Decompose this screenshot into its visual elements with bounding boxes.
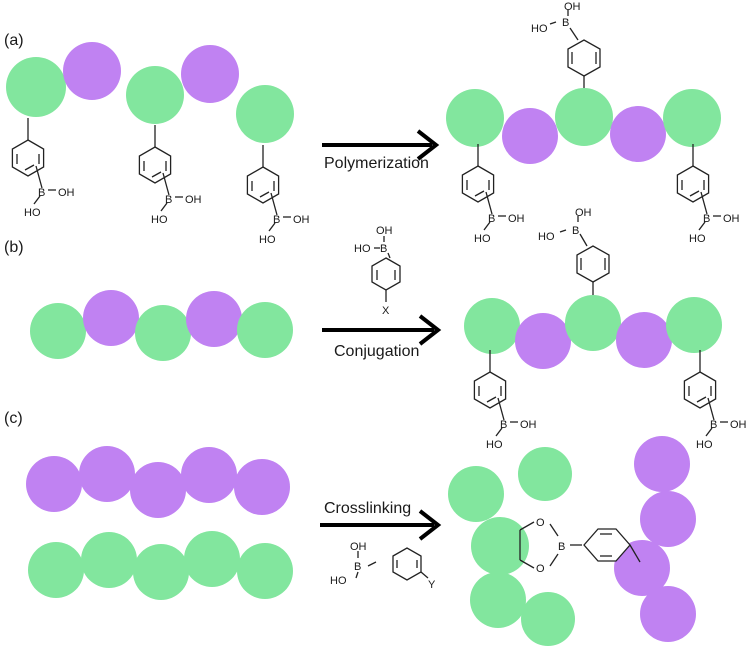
svg-text:HO: HO: [486, 439, 503, 451]
monomer-purple: [83, 290, 139, 346]
monomer-purple: [616, 312, 672, 368]
svg-text:B: B: [380, 243, 387, 255]
svg-text:HO: HO: [696, 439, 713, 451]
crosslinking-label: Crosslinking: [324, 500, 411, 517]
monomer-green: [81, 532, 137, 588]
monomer-green: [237, 302, 293, 358]
boronate-ester-crosslink: O O B: [519, 517, 641, 575]
monomer-purple: [63, 42, 121, 100]
svg-text:OH: OH: [575, 207, 592, 219]
boronic-acid-substituent: B OH HO: [683, 349, 747, 451]
monomer-green: [236, 85, 294, 143]
reaction-arrowhead: [418, 509, 442, 541]
monomer-green: [28, 542, 84, 598]
monomer-green: [666, 297, 722, 353]
monomer-purple: [234, 459, 290, 515]
monomer-green: [133, 544, 189, 600]
monomer-purple: [515, 313, 571, 369]
svg-text:B: B: [165, 194, 172, 206]
monomer-purple: [502, 108, 558, 164]
monomer-purple: [181, 45, 239, 103]
monomer-purple: [634, 436, 690, 492]
monomer-green: [6, 57, 66, 117]
boronic-acid-reagent: B HO OH X: [354, 225, 401, 317]
svg-text:HO: HO: [151, 214, 168, 226]
monomer-green: [237, 543, 293, 599]
boronic-acid-substituent: B OH HO: [531, 1, 601, 88]
svg-text:OH: OH: [520, 419, 537, 431]
svg-text:OH: OH: [293, 214, 310, 226]
monomer-purple: [614, 540, 670, 596]
svg-text:OH: OH: [508, 213, 525, 225]
monomer-green: [30, 303, 86, 359]
monomer-purple: [79, 446, 135, 502]
svg-text:HO: HO: [354, 243, 371, 255]
svg-text:Y: Y: [428, 579, 436, 591]
monomer-green: [126, 66, 184, 124]
monomer-purple: [130, 462, 186, 518]
svg-text:HO: HO: [474, 233, 491, 245]
boronic-acid-substituent: B OH HO: [461, 143, 525, 245]
monomer-green: [521, 592, 575, 646]
monomer-purple: [181, 447, 237, 503]
svg-text:OH: OH: [564, 1, 581, 13]
svg-text:O: O: [536, 517, 545, 529]
reaction-arrowhead: [418, 314, 442, 346]
svg-text:O: O: [536, 563, 545, 575]
svg-text:OH: OH: [730, 419, 747, 431]
monomer-green: [470, 572, 526, 628]
monomer-green: [135, 305, 191, 361]
svg-text:OH: OH: [350, 541, 367, 553]
svg-text:HO: HO: [689, 233, 706, 245]
monomer-purple: [26, 456, 82, 512]
svg-text:B: B: [558, 541, 565, 553]
boronic-acid-reagent: B OH HO Y: [330, 541, 436, 591]
svg-text:HO: HO: [259, 234, 276, 246]
monomer-green: [663, 89, 721, 147]
monomer-green: [446, 89, 504, 147]
conjugation-label: Conjugation: [334, 343, 419, 360]
panel-a-label: (a): [4, 32, 24, 49]
svg-text:B: B: [354, 561, 361, 573]
monomer-purple: [640, 491, 696, 547]
svg-text:OH: OH: [376, 225, 393, 237]
svg-text:HO: HO: [538, 231, 555, 243]
reaction-arrowhead: [416, 129, 440, 161]
monomer-purple: [610, 106, 666, 162]
svg-text:B: B: [710, 419, 717, 431]
panel-c-label: (c): [4, 410, 23, 427]
monomer-green: [565, 295, 621, 351]
monomer-green: [471, 517, 529, 575]
svg-text:B: B: [500, 419, 507, 431]
svg-text:B: B: [562, 17, 569, 29]
svg-text:OH: OH: [723, 213, 740, 225]
svg-text:HO: HO: [531, 23, 548, 35]
svg-text:B: B: [703, 213, 710, 225]
boronic-acid-substituent: B OH HO: [676, 143, 740, 245]
svg-text:B: B: [273, 214, 280, 226]
svg-text:B: B: [38, 187, 45, 199]
boronic-acid-substituent: B OH HO: [538, 207, 610, 295]
boronic-acid-substituent: B OH HO: [246, 144, 310, 246]
svg-text:B: B: [572, 225, 579, 237]
monomer-purple: [186, 291, 242, 347]
svg-text:HO: HO: [330, 575, 347, 587]
boronic-acid-substituent: B OH HO: [473, 349, 537, 451]
svg-text:HO: HO: [24, 207, 41, 219]
boronic-acid-substituent: B OH HO: [11, 117, 75, 219]
monomer-green: [464, 298, 520, 354]
monomer-green: [448, 466, 504, 522]
svg-text:OH: OH: [185, 194, 202, 206]
svg-text:OH: OH: [58, 187, 75, 199]
monomer-green: [184, 531, 240, 587]
boronic-acid-substituent: B OH HO: [138, 124, 202, 226]
panel-b-label: (b): [4, 239, 24, 256]
svg-text:X: X: [382, 305, 390, 317]
svg-text:B: B: [488, 213, 495, 225]
monomer-purple: [640, 586, 696, 642]
polymerization-label: Polymerization: [324, 155, 429, 172]
monomer-green: [555, 88, 613, 146]
monomer-green: [518, 447, 572, 501]
